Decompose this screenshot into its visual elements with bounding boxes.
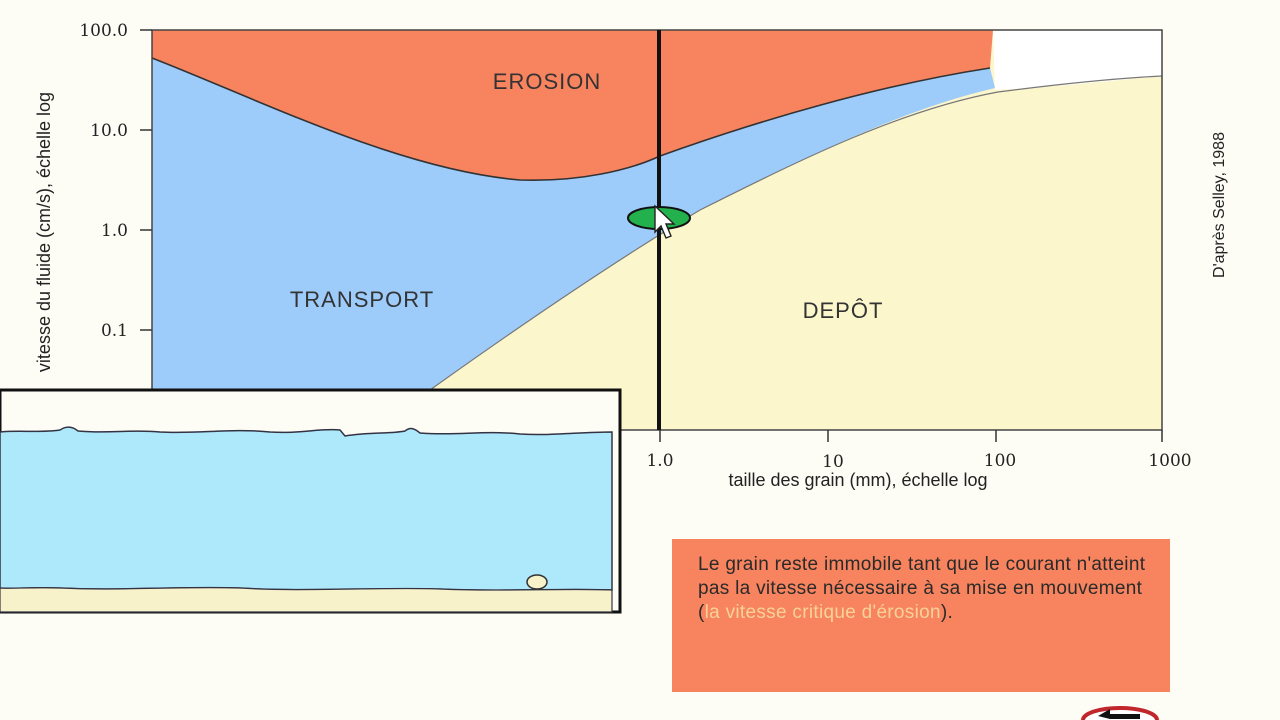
erosion-label: EROSION bbox=[493, 69, 601, 94]
y-tick-label: 1.0 bbox=[101, 221, 128, 241]
grain-particle bbox=[526, 574, 548, 590]
y-tick-label: 100.0 bbox=[79, 21, 128, 41]
x-tick-label: 10 bbox=[822, 452, 844, 472]
erosion-region bbox=[152, 30, 993, 181]
deposition-curve bbox=[429, 75, 1163, 391]
transport-region bbox=[152, 58, 995, 430]
cursor-arrow-icon bbox=[654, 204, 676, 239]
source-credit: D'après Selley, 1988 bbox=[1211, 132, 1228, 278]
x-tick-label: 100 bbox=[984, 451, 1016, 471]
y-tick-label: 10.0 bbox=[90, 121, 128, 141]
x-tick-label: 1000 bbox=[1148, 451, 1191, 471]
x-axis-title: taille des grain (mm), échelle log bbox=[728, 470, 987, 490]
deposit-label: DEPÔT bbox=[803, 298, 884, 323]
water-body bbox=[0, 426, 613, 591]
sediment-bed bbox=[0, 586, 613, 613]
x-axis: 1.0 10 100 1000 taille des grain (mm), é… bbox=[646, 430, 1192, 490]
note-text: Le grain reste immobile tant que le cour… bbox=[698, 554, 1146, 623]
y-axis-title: vitesse du fluide (cm/s), échelle log bbox=[34, 92, 54, 372]
x-tick-label: 1.0 bbox=[646, 451, 673, 471]
flow-animation-panel bbox=[0, 388, 622, 614]
transport-label: TRANSPORT bbox=[290, 287, 434, 312]
explanation-note: Le grain reste immobile tant que le cour… bbox=[672, 539, 1170, 692]
y-tick-label: 0.1 bbox=[101, 321, 128, 341]
note-highlight: la vitesse critique d'érosion bbox=[704, 602, 941, 623]
y-axis: 100.0 10.0 1.0 0.1 vitesse du fluide (cm… bbox=[34, 21, 152, 372]
back-arrow-icon[interactable] bbox=[1080, 703, 1160, 720]
note-text-end: ). bbox=[940, 602, 954, 623]
blank-region bbox=[993, 30, 1162, 90]
erosion-curve bbox=[151, 57, 991, 182]
